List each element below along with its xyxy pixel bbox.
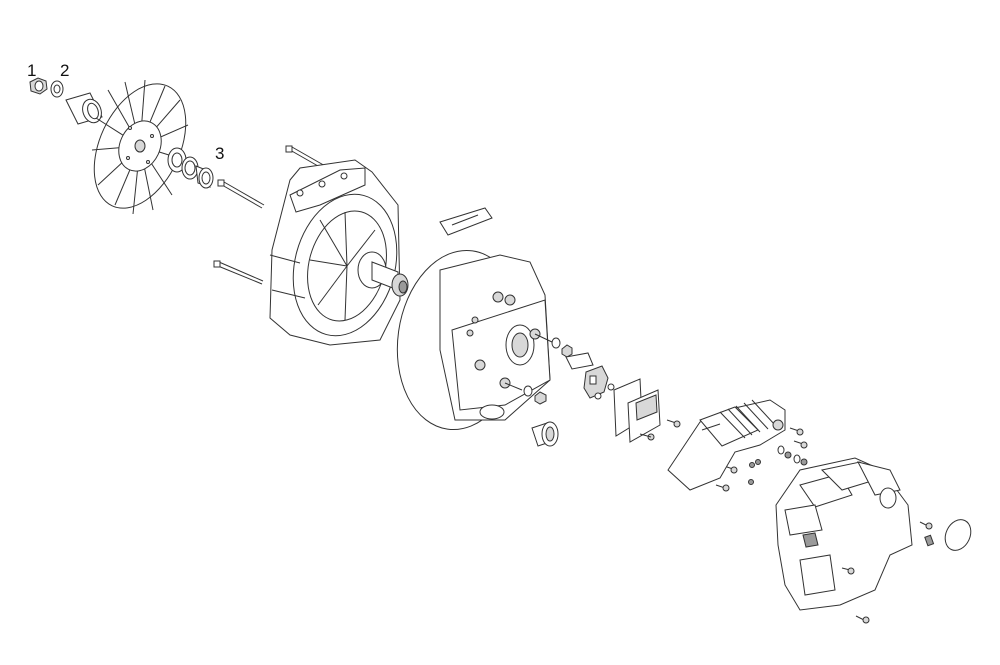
nut-part: [29, 77, 48, 95]
stator-housing-part: [396, 249, 553, 431]
voltage-regulator-part: [667, 399, 786, 491]
bushing-part: [531, 421, 559, 447]
callout-1: 1: [27, 61, 37, 80]
label-plate-part: [439, 207, 493, 236]
callout-2: 2: [60, 61, 70, 80]
brush-holder-part: [583, 365, 615, 400]
rear-cover-part: [775, 457, 913, 624]
drive-end-housing-part: [269, 159, 409, 346]
cover-plug-part: [919, 519, 972, 551]
fan-part: [91, 79, 189, 215]
capacitor-plate-part: [613, 378, 661, 443]
washer-part: [50, 80, 64, 98]
spacer-sleeve-part: [65, 92, 103, 125]
callout-3: 3: [215, 144, 225, 163]
insulator-plate-part: [565, 352, 594, 370]
spacer-rings-part: [167, 147, 214, 189]
through-bolts-part: [213, 145, 328, 285]
terminal-nuts-washers-part: [523, 337, 573, 405]
screws-part: [666, 419, 808, 492]
